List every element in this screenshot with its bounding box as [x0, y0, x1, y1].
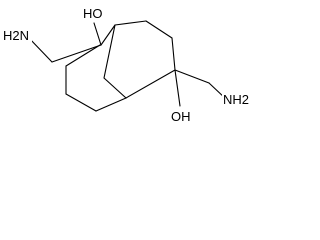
atom-label-oh-top-group: HO: [82, 6, 104, 22]
hydroxyl-label-top: HO: [83, 6, 103, 21]
atom-label-nh2-right-group: NH2: [222, 90, 254, 108]
bond-left-ring-3: [65, 93, 97, 112]
bond-left-ring-4: [95, 97, 127, 112]
bond-top-3: [171, 37, 176, 71]
atom-label-oh-bottom-group: OH: [170, 108, 192, 125]
bond-c-bridgehead-top: [100, 24, 116, 46]
bond-top-1: [114, 20, 147, 26]
bond-inner-2: [103, 77, 127, 99]
carbon-skeleton: [27, 20, 227, 112]
bond-left-ring-1: [65, 44, 101, 67]
bond-ch2-c-left: [51, 44, 102, 63]
bond-c-oh-top: [93, 22, 102, 46]
atom-label-nh2-left-group: H2N: [2, 27, 32, 44]
amine-label-left: H2N: [3, 28, 29, 43]
bond-top-2: [145, 20, 173, 39]
bond-c-oh-bottom: [174, 69, 181, 107]
amine-label-right: NH2: [223, 92, 249, 107]
bond-inner-1: [103, 24, 116, 79]
bond-c-ch2-right: [174, 69, 210, 84]
hydroxyl-label-bottom: OH: [171, 109, 191, 124]
label-bg: [170, 108, 192, 125]
label-bg: [222, 90, 254, 108]
label-bg: [2, 27, 32, 44]
label-bg: [82, 6, 104, 22]
structure-diagram: H2N HO OH NH2: [2, 6, 254, 125]
bond-left-ring-5: [125, 69, 176, 99]
